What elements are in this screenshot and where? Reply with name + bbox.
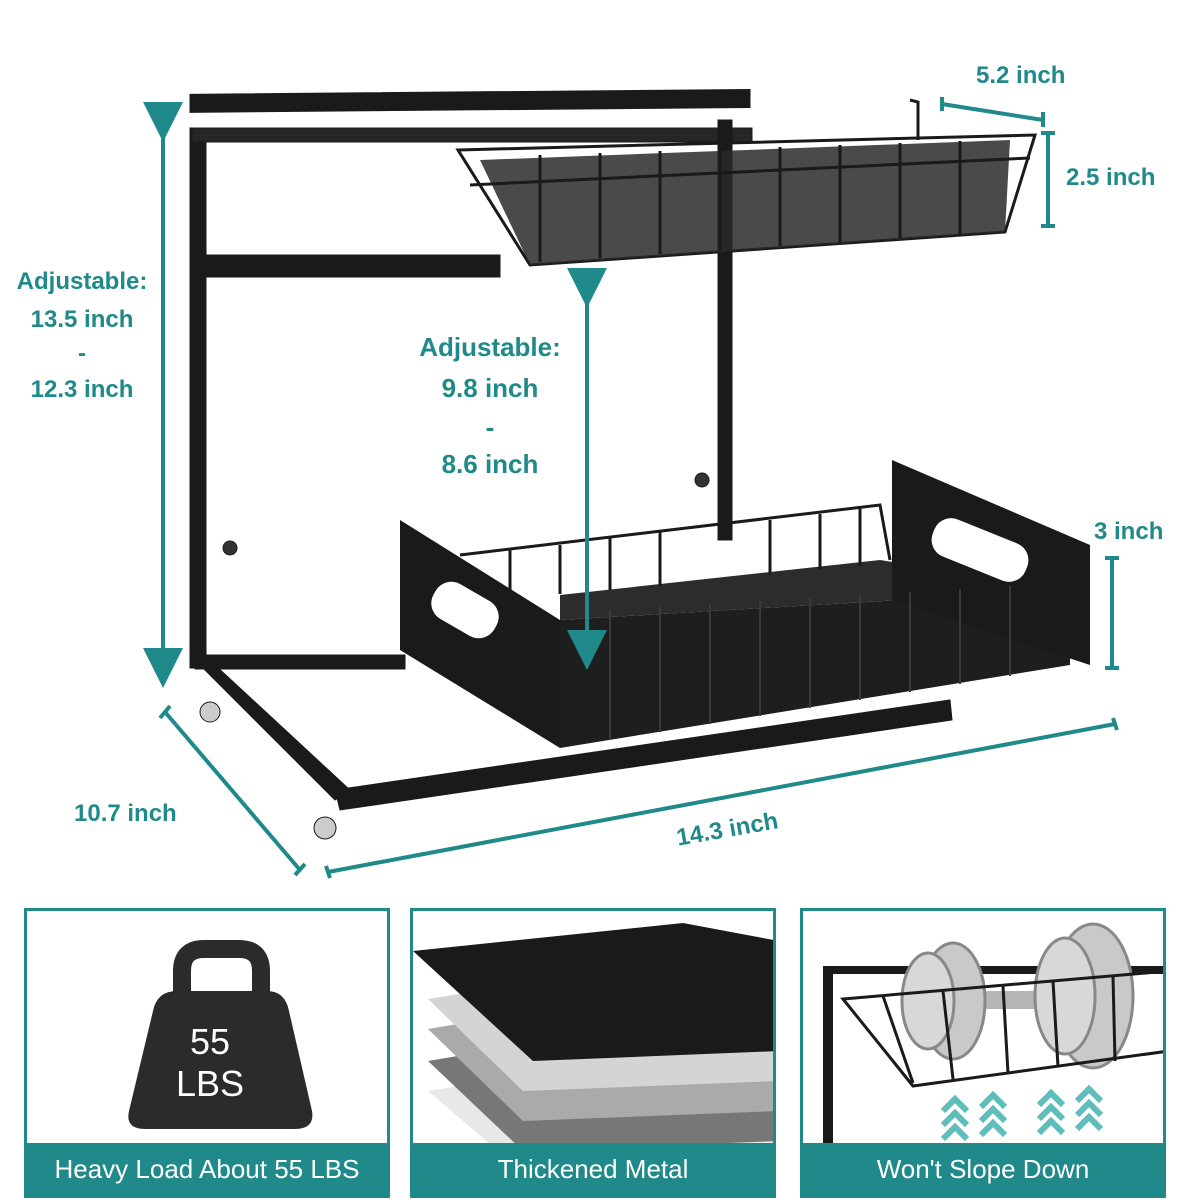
depth-label: 10.7 inch [74, 800, 177, 827]
feature-panel-heavy-load: 55 LBS Heavy Load About 55 LBS [24, 908, 390, 1198]
total-height-title: Adjustable: [16, 268, 148, 295]
weight-icon [128, 940, 313, 1129]
top-basket [455, 98, 1038, 267]
drawer-height-label: 3 inch [1094, 518, 1164, 545]
weight-value: 55 [189, 1021, 231, 1062]
feature-label-thickened-metal: Thickened Metal [413, 1143, 773, 1195]
gap-height-max: 9.8 inch [441, 373, 539, 403]
total-height-max: 13.5 inch [30, 306, 134, 333]
basket-height-label: 2.5 inch [1066, 164, 1156, 191]
dimension-lines [143, 97, 1119, 879]
dumbbell-basket-icon [823, 922, 1163, 1151]
gap-height-label: Adjustable: 9.8 inch - 8.6 inch [405, 332, 575, 480]
basket-width-label: 5.2 inch [976, 62, 1066, 89]
total-height-label: Adjustable: 13.5 inch - 12.3 inch [4, 268, 160, 404]
total-height-min: 12.3 inch [30, 376, 134, 403]
gap-height-min: 8.6 inch [441, 449, 539, 479]
feature-label-wont-slope: Won't Slope Down [803, 1143, 1163, 1195]
bottom-drawer [400, 460, 1090, 748]
feature-label-heavy-load: Heavy Load About 55 LBS [27, 1143, 387, 1195]
metal-sheets-icon [413, 923, 773, 1151]
weight-unit: LBS [175, 1063, 245, 1104]
total-height-sep: - [78, 340, 86, 367]
rack-illustration [143, 88, 1119, 879]
feature-panel-thickened-metal: Thickened Metal [410, 908, 776, 1198]
feature-panel-wont-slope: Won't Slope Down [800, 908, 1166, 1198]
gap-height-title: Adjustable: [419, 332, 561, 362]
gap-height-sep: - [485, 412, 495, 442]
